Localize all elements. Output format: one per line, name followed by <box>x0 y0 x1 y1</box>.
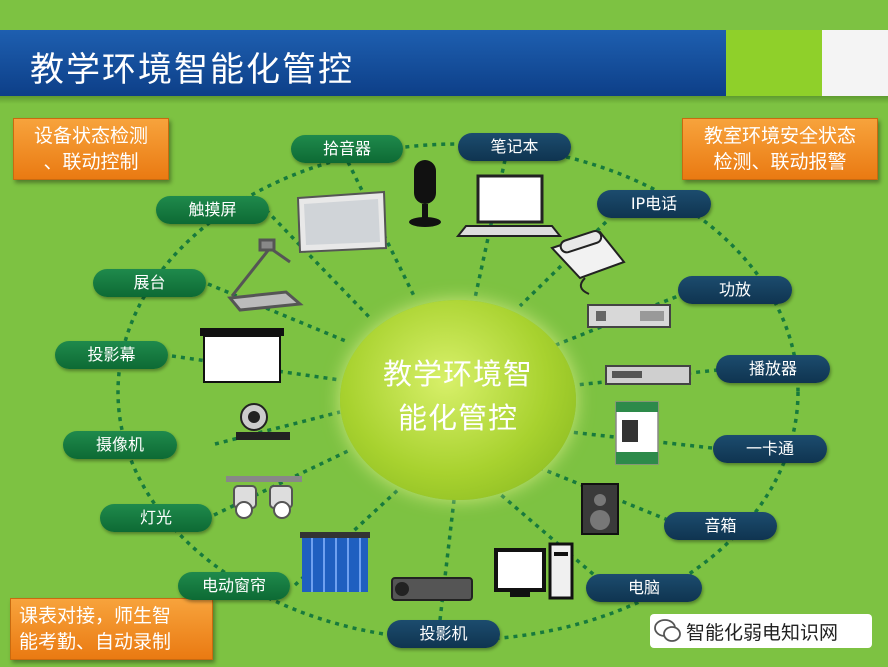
touch-screen-icon <box>296 190 388 254</box>
wechat-icon <box>654 619 681 642</box>
node-speaker: 音箱 <box>664 512 777 540</box>
connector-pc <box>498 492 602 582</box>
projector-icon <box>391 577 473 601</box>
camera-icon <box>236 403 290 440</box>
callout-line: 课表对接，师生智 <box>19 605 172 627</box>
media-player-icon <box>605 365 691 385</box>
projection-screen-icon <box>200 328 284 383</box>
spot-light-icon <box>226 476 302 519</box>
connector-camera <box>214 410 341 446</box>
node-laptop: 笔记本 <box>458 133 571 161</box>
node-pc: 电脑 <box>586 574 702 602</box>
watermark-text: 智能化弱电知识网 <box>686 622 839 644</box>
node-projector: 投影机 <box>387 620 500 648</box>
hub-label-line: 能化管控 <box>397 401 518 435</box>
watermark: 智能化弱电知识网 <box>650 614 872 648</box>
node-visualizer: 展台 <box>93 269 206 297</box>
callout-line: 能考勤、自动录制 <box>19 631 172 653</box>
node-camera: 摄像机 <box>63 431 177 459</box>
node-card: 一卡通 <box>713 435 827 463</box>
amplifier-icon <box>587 304 671 328</box>
callout-device-status: 设备状态检测 、联动控制 <box>13 118 169 180</box>
speaker-icon <box>581 483 619 535</box>
callout-environment-safety: 教室环境安全状态 检测、联动报警 <box>682 118 878 180</box>
title-shadow <box>0 96 888 104</box>
connector-player <box>575 368 719 387</box>
laptop-icon <box>455 174 563 237</box>
hub-label-line: 教学环境智 <box>382 357 533 391</box>
connector-light <box>213 448 351 517</box>
ip-phone-icon <box>550 230 626 295</box>
id-card-icon <box>615 401 659 465</box>
connector-card <box>569 430 713 450</box>
connector-visualizer <box>207 282 349 344</box>
connector-projector <box>438 499 456 621</box>
connector-curtain <box>293 486 402 587</box>
title-white-block <box>822 30 888 96</box>
outer-ring <box>116 142 800 642</box>
callout-line: 、联动控制 <box>43 151 139 173</box>
node-light: 灯光 <box>100 504 212 532</box>
callout-line: 检测、联动报警 <box>713 151 847 173</box>
curtain-icon <box>300 532 370 592</box>
callout-line: 教室环境安全状态 <box>703 125 856 147</box>
title-bar: 教学环境智能化管控 <box>0 30 888 96</box>
page-title: 教学环境智能化管控 <box>30 50 354 90</box>
title-accent-block <box>726 30 822 96</box>
document-camera-icon <box>227 238 304 312</box>
microphone-icon <box>409 160 441 227</box>
node-screen: 投影幕 <box>55 341 168 369</box>
central-hub: 教学环境智 能化管控 <box>340 300 576 500</box>
node-amp: 功放 <box>678 276 792 304</box>
node-ipphone: IP电话 <box>597 190 711 218</box>
node-player: 播放器 <box>716 355 830 383</box>
node-touch: 触摸屏 <box>156 196 269 224</box>
connector-touch <box>264 208 374 322</box>
callout-schedule-attendance: 课表对接，师生智 能考勤、自动录制 <box>10 598 213 660</box>
node-curtain: 电动窗帘 <box>178 572 290 600</box>
node-pickup: 拾音器 <box>291 135 403 163</box>
computer-icon <box>494 542 574 600</box>
callout-line: 设备状态检测 <box>33 125 148 147</box>
connector-laptop <box>473 159 507 299</box>
